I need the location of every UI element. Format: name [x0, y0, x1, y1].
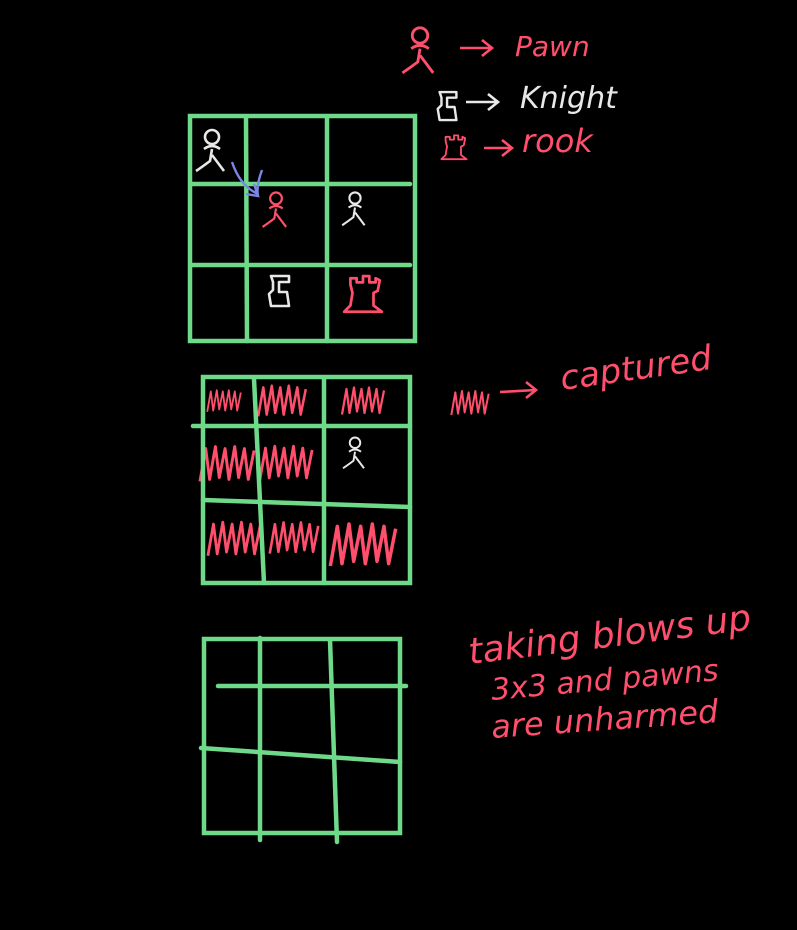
- white-pawn-icon: [194, 128, 226, 173]
- rook-label: rook: [522, 122, 594, 160]
- rook-icon: [440, 134, 468, 161]
- captured-shading: [260, 446, 312, 480]
- grid-line: [200, 497, 413, 510]
- board-empty: [198, 635, 409, 845]
- move-arrow-icon: [230, 161, 264, 198]
- knight-icon: [436, 90, 458, 122]
- captured-shading: [256, 384, 308, 418]
- rule-note: taking blows up 3x3 and pawns are unharm…: [466, 598, 753, 746]
- board-border: [201, 636, 403, 836]
- captured-shading: [208, 522, 260, 556]
- white-pawn-icon: [341, 436, 366, 470]
- white-pawn-icon: [340, 191, 366, 227]
- captured-shading: [200, 447, 254, 482]
- grid-line: [251, 376, 267, 586]
- arrow-icon: [466, 92, 501, 112]
- knight-icon: [267, 274, 291, 308]
- captured-shading: [340, 386, 386, 416]
- pawn-icon: [400, 26, 435, 75]
- legend-captured: captured: [450, 338, 715, 417]
- arrow-icon: [460, 38, 495, 58]
- grid-line: [327, 637, 340, 845]
- board-before: [187, 113, 418, 344]
- board-border: [187, 113, 418, 344]
- arrow-icon: [499, 380, 539, 400]
- legend-pawn: Pawn: [400, 26, 590, 75]
- grid-line: [243, 115, 250, 344]
- captured-shading: [270, 522, 319, 553]
- knight-label: Knight: [520, 81, 618, 116]
- red-pawn-icon: [261, 191, 288, 229]
- board-border: [200, 374, 413, 586]
- board-captured: [190, 374, 413, 586]
- captured-shading-icon: [450, 389, 490, 417]
- captured-label: captured: [558, 338, 715, 399]
- pawn-label: Pawn: [515, 30, 590, 63]
- legend-knight: Knight: [436, 81, 618, 122]
- captured-shading: [206, 388, 242, 414]
- grid-line: [198, 745, 403, 765]
- legend: Pawn Knight rook: [400, 26, 618, 161]
- legend-rook: rook: [440, 122, 594, 161]
- arrow-icon: [484, 138, 515, 158]
- captured-shading: [330, 524, 395, 566]
- rook-icon: [342, 274, 384, 314]
